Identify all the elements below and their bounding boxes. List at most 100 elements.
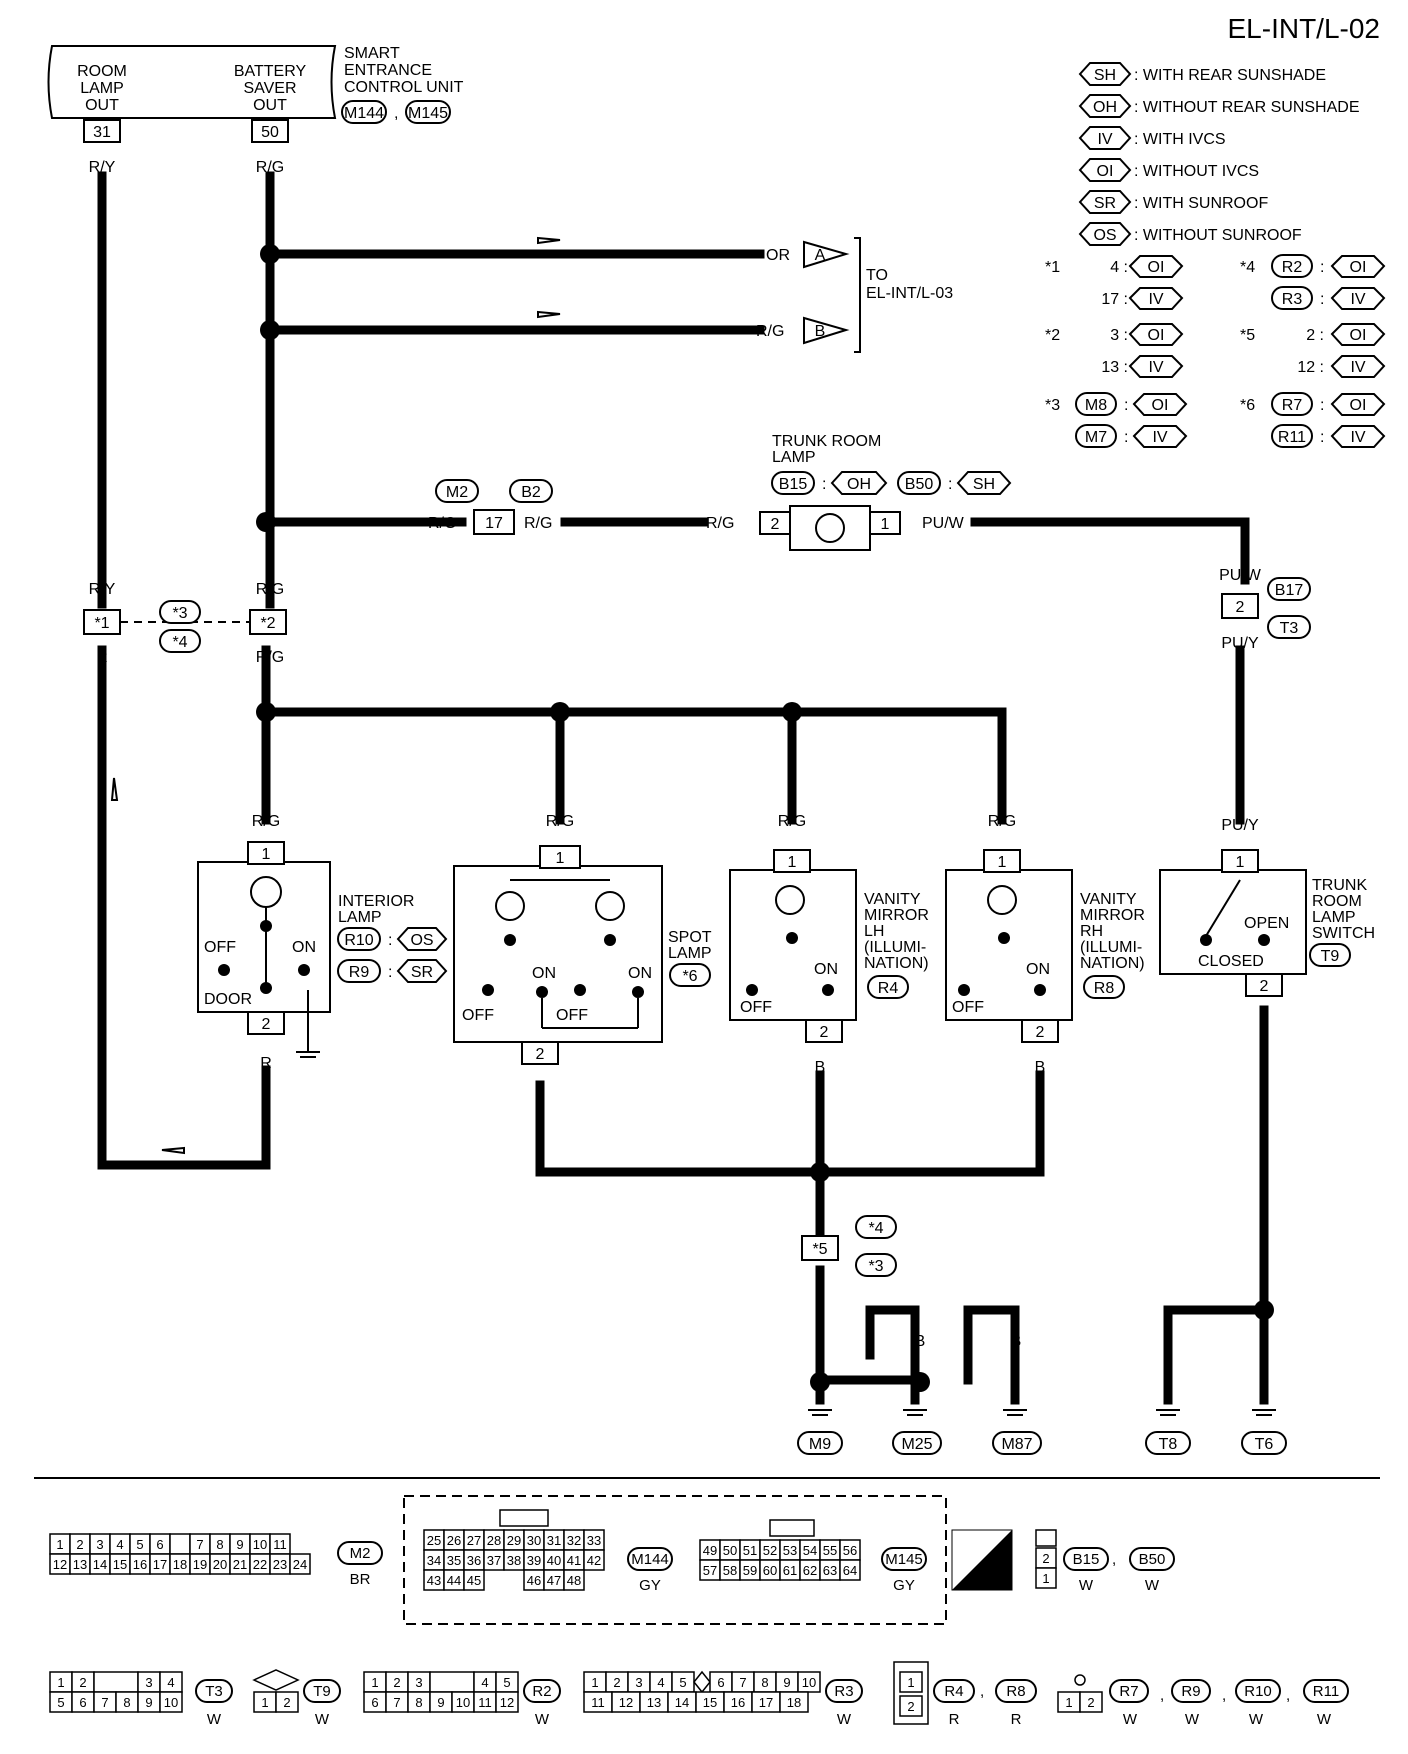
r4-cell <box>899 1695 923 1717</box>
svg-text:IV: IV <box>1152 429 1167 446</box>
svg-text:LAMP: LAMP <box>668 945 712 962</box>
trunk-room-lamp: TRUNK ROOM LAMP B15 : OH B50 : SH 2 1 <box>759 433 1012 551</box>
t3-pin: 3 <box>145 1675 152 1690</box>
m145-pin: 51 <box>743 1543 757 1558</box>
m2-pin: 17 <box>153 1557 167 1572</box>
r3-pin: 2 <box>613 1675 620 1690</box>
svg-text:B2: B2 <box>521 484 541 501</box>
r7-pin: 1 <box>1065 1695 1072 1710</box>
note-6: *6 R7 : OI R11 : IV <box>1240 392 1386 448</box>
svg-text:INTERIOR: INTERIOR <box>338 893 414 910</box>
svg-text:M7: M7 <box>1085 429 1107 446</box>
svg-text:1: 1 <box>788 854 797 871</box>
svg-text:*6: *6 <box>682 968 697 985</box>
svg-text:R4: R4 <box>878 980 899 997</box>
m144-pin: 40 <box>547 1553 561 1568</box>
r7-3-badge <box>1303 1679 1349 1703</box>
svg-text:ENTRANCE: ENTRANCE <box>344 62 432 79</box>
svg-text:M144: M144 <box>344 105 384 122</box>
svg-text:1: 1 <box>881 516 890 533</box>
ground-points: M9 M25 M87 T8 T6 <box>797 1409 1287 1455</box>
svg-text:2: 2 <box>820 1024 829 1041</box>
b15-color: W <box>1079 1577 1094 1594</box>
m2-pin: 13 <box>73 1557 87 1572</box>
svg-text:R/G: R/G <box>252 813 280 830</box>
trunk-room-lamp-switch: 1 2 OPEN CLOSED TRUNK ROOM LAMP SWITCH T… <box>1159 849 1375 997</box>
hs-label: H.S. <box>978 1573 1005 1589</box>
m2-color: BR <box>350 1571 371 1588</box>
m144-id: M144 <box>631 1551 669 1568</box>
r4-pin: 1 <box>907 1675 914 1690</box>
svg-text:TRUNK ROOM: TRUNK ROOM <box>772 433 881 450</box>
svg-text:B: B <box>1259 1017 1270 1034</box>
r7-0-id: R7 <box>1119 1683 1138 1700</box>
m145-pin: 63 <box>823 1563 837 1578</box>
svg-text:OUT: OUT <box>85 97 119 114</box>
svg-text:M25: M25 <box>901 1436 932 1453</box>
svg-text::: : <box>948 476 952 493</box>
svg-text:: WITH SUNROOF: : WITH SUNROOF <box>1134 195 1268 212</box>
r7-pin: 2 <box>1087 1695 1094 1710</box>
svg-text:OI: OI <box>1148 259 1165 276</box>
m2-pin: 18 <box>173 1557 187 1572</box>
option-legend: SH : WITH REAR SUNSHADE OH : WITHOUT REA… <box>1078 62 1360 246</box>
smart-entrance-control-unit: ROOM LAMP OUT BATTERY SAVER OUT 31 50 SM… <box>47 45 464 143</box>
note-4: *4 R2 : OI R3 : IV <box>1240 254 1386 310</box>
svg-text:SH: SH <box>1094 67 1116 84</box>
svg-text:TRUNK: TRUNK <box>1312 877 1367 894</box>
r2-latch <box>429 1671 475 1693</box>
m2-pin: 6 <box>156 1537 163 1552</box>
r7-3-color: W <box>1317 1711 1332 1728</box>
r3-pin: 5 <box>679 1675 686 1690</box>
svg-text:VANITY: VANITY <box>864 891 921 908</box>
svg-text:OI: OI <box>1148 327 1165 344</box>
b15-pin: 1 <box>1042 1571 1049 1586</box>
svg-text:*1: *1 <box>94 615 109 632</box>
m145-pin: 49 <box>703 1543 717 1558</box>
svg-text:OS: OS <box>410 932 433 949</box>
r3-pin: 8 <box>761 1675 768 1690</box>
svg-text:R/G: R/G <box>256 649 284 666</box>
svg-text:,: , <box>394 105 398 122</box>
m144-pin: 45 <box>467 1573 481 1588</box>
svg-text:*4: *4 <box>172 634 187 651</box>
m2-pin: 4 <box>116 1537 123 1552</box>
m144-pin: 34 <box>427 1553 441 1568</box>
svg-text:SR: SR <box>411 964 433 981</box>
svg-text:OFF: OFF <box>952 999 984 1016</box>
svg-text:(ILLUMI-: (ILLUMI- <box>864 939 926 956</box>
r2-badge <box>523 1679 561 1703</box>
svg-text:T8: T8 <box>1159 1436 1178 1453</box>
svg-text:IV: IV <box>1148 291 1163 308</box>
svg-text:ON: ON <box>532 965 556 982</box>
r3-id: R3 <box>834 1683 853 1700</box>
t3-color: W <box>207 1711 222 1728</box>
svg-text:*6: *6 <box>1240 397 1255 414</box>
svg-text:2 :: 2 : <box>1306 327 1324 344</box>
svg-text::: : <box>1124 397 1128 414</box>
svg-text:EL-INT/L-03: EL-INT/L-03 <box>866 285 953 302</box>
svg-text:B: B <box>865 1333 876 1350</box>
r2-pin: 10 <box>456 1695 470 1710</box>
r3-pin: 18 <box>787 1695 801 1710</box>
m145-pin: 55 <box>823 1543 837 1558</box>
svg-text:*1: *1 <box>1045 259 1060 276</box>
svg-text:*3: *3 <box>172 605 187 622</box>
m144-pin: 33 <box>587 1533 601 1548</box>
svg-text:R/G: R/G <box>756 323 784 340</box>
b15-id: B15 <box>1073 1551 1100 1568</box>
junction-connector: M2 B2 17 <box>435 479 553 535</box>
m144-pin: 46 <box>527 1573 541 1588</box>
b50-badge <box>1129 1547 1175 1571</box>
t3-id: T3 <box>205 1683 223 1700</box>
t9-badge <box>303 1679 341 1703</box>
m144-pin: 39 <box>527 1553 541 1568</box>
t9-pin: 1 <box>261 1695 268 1710</box>
ground-icon: M9 <box>797 1409 843 1455</box>
svg-text:A: A <box>815 247 826 264</box>
svg-text:IV: IV <box>1350 359 1365 376</box>
hs-symbol-icon <box>952 1530 1012 1590</box>
svg-text:B: B <box>1011 1333 1022 1350</box>
svg-text:R/G: R/G <box>428 515 456 532</box>
